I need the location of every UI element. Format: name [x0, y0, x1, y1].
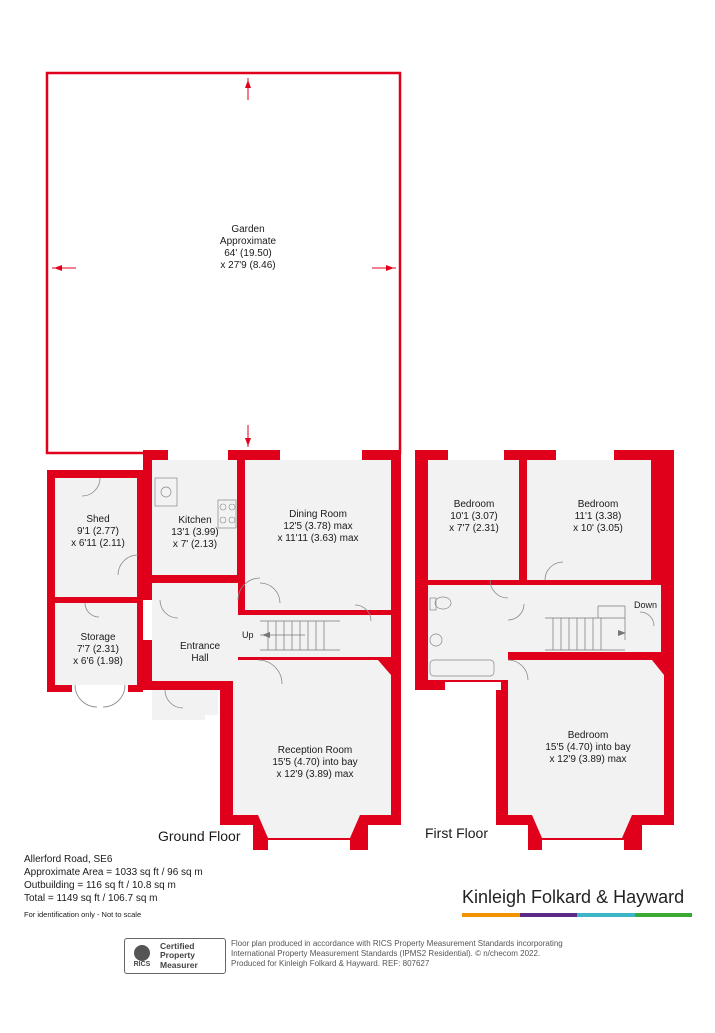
storage-dim2: x 6'6 (1.98) — [73, 656, 123, 667]
dining-room-label: Dining Room 12'5 (3.78) max x 11'11 (3.6… — [258, 509, 378, 545]
ground-floor-title: Ground Floor — [158, 828, 241, 844]
brand-stripe-purple — [519, 913, 577, 917]
brand-stripe-teal — [577, 913, 635, 917]
garden-label: Garden Approximate 64' (19.50) x 27'9 (8… — [188, 224, 308, 272]
shed-dim2: x 6'11 (2.11) — [71, 538, 125, 549]
agent-brand: Kinleigh Folkard & Hayward — [462, 887, 692, 917]
reception-dim1: 15'5 (4.70) into bay — [272, 757, 358, 768]
brand-stripe-green — [634, 913, 692, 917]
kitchen-label: Kitchen 13'1 (3.99) x 7' (2.13) — [160, 515, 230, 551]
stairs-up-label: Up — [242, 630, 254, 640]
brand-stripe-orange — [462, 913, 520, 917]
bed3-dim2: x 12'9 (3.89) max — [549, 754, 627, 765]
dining-dim1: 12'5 (3.78) max — [283, 521, 353, 532]
bed2-dim1: 11'1 (3.38) — [574, 511, 622, 522]
entrance-hall-label: Entrance Hall — [170, 641, 230, 665]
ground-floor-house — [143, 450, 401, 850]
disclaimer-line2: International Property Measurement Stand… — [231, 949, 541, 958]
garden-approx: Approximate — [219, 236, 277, 247]
shed-label: Shed 9'1 (2.77) x 6'11 (2.11) — [60, 514, 136, 550]
rics-seal — [134, 944, 150, 961]
hall-name2: Hall — [191, 653, 209, 664]
outbuilding — [47, 470, 143, 708]
bedroom3-label: Bedroom 15'5 (4.70) into bay x 12'9 (3.8… — [523, 730, 653, 766]
kitchen-dim1: 13'1 (3.99) — [171, 527, 219, 538]
address: Allerford Road, SE6 — [24, 854, 113, 865]
rics-line3: Measurer — [160, 959, 198, 970]
rics-badge-text: Certified Property Measurer — [160, 940, 198, 971]
bed1-dim2: x 7'7 (2.31) — [449, 523, 499, 534]
bed3-name: Bedroom — [567, 730, 609, 741]
disclaimer-line1: Floor plan produced in accordance with R… — [231, 939, 563, 948]
brand-stripe — [462, 913, 692, 917]
garden-name: Garden — [231, 224, 265, 235]
storage-name: Storage — [80, 632, 116, 643]
bedroom2-label: Bedroom 11'1 (3.38) x 10' (3.05) — [548, 499, 648, 535]
hall-name: Entrance — [179, 641, 221, 652]
bedroom1-label: Bedroom 10'1 (3.07) x 7'7 (2.31) — [434, 499, 514, 535]
bed1-name: Bedroom — [453, 499, 495, 510]
reception-room-label: Reception Room 15'5 (4.70) into bay x 12… — [250, 745, 380, 781]
rics-line1: Certified — [160, 940, 195, 951]
disclaimer: Floor plan produced in accordance with R… — [231, 939, 563, 969]
stairs-down-label: Down — [634, 600, 658, 610]
first-floor-title: First Floor — [425, 825, 488, 841]
identification-note: For identification only - Not to scale — [24, 910, 142, 919]
disclaimer-line3: Produced for Kinleigh Folkard & Hayward.… — [231, 959, 430, 968]
outbuilding-area: Outbuilding = 116 sq ft / 10.8 sq m — [24, 880, 176, 891]
total-area: Total = 1149 sq ft / 106.7 sq m — [24, 893, 158, 904]
dining-dim2: x 11'11 (3.63) max — [277, 533, 359, 544]
reception-dim2: x 12'9 (3.89) max — [276, 769, 354, 780]
dining-name: Dining Room — [289, 509, 347, 520]
rics-line2: Property — [160, 950, 195, 961]
bed2-name: Bedroom — [577, 499, 619, 510]
first-floor-house — [415, 450, 674, 850]
rics-logo-icon: RICS — [128, 942, 156, 970]
bed3-dim1: 15'5 (4.70) into bay — [545, 742, 631, 753]
shed-dim1: 9'1 (2.77) — [77, 526, 119, 537]
approx-area: Approximate Area = 1033 sq ft / 96 sq m — [24, 867, 203, 878]
rics-logo-text: RICS — [133, 960, 151, 968]
bed2-dim2: x 10' (3.05) — [573, 523, 623, 534]
area-info: Allerford Road, SE6 Approximate Area = 1… — [24, 853, 203, 921]
shed-name: Shed — [86, 514, 110, 525]
kitchen-name: Kitchen — [178, 515, 212, 526]
rics-certified-badge: RICS Certified Property Measurer — [124, 938, 226, 974]
reception-name: Reception Room — [277, 745, 353, 756]
garden-dim1: 64' (19.50) — [224, 248, 272, 259]
kitchen-dim2: x 7' (2.13) — [172, 539, 218, 550]
storage-dim1: 7'7 (2.31) — [77, 644, 119, 655]
bed1-dim1: 10'1 (3.07) — [450, 511, 498, 522]
garden-dim2: x 27'9 (8.46) — [220, 260, 276, 271]
agent-name: Kinleigh Folkard & Hayward — [462, 887, 685, 907]
storage-label: Storage 7'7 (2.31) x 6'6 (1.98) — [60, 632, 136, 668]
